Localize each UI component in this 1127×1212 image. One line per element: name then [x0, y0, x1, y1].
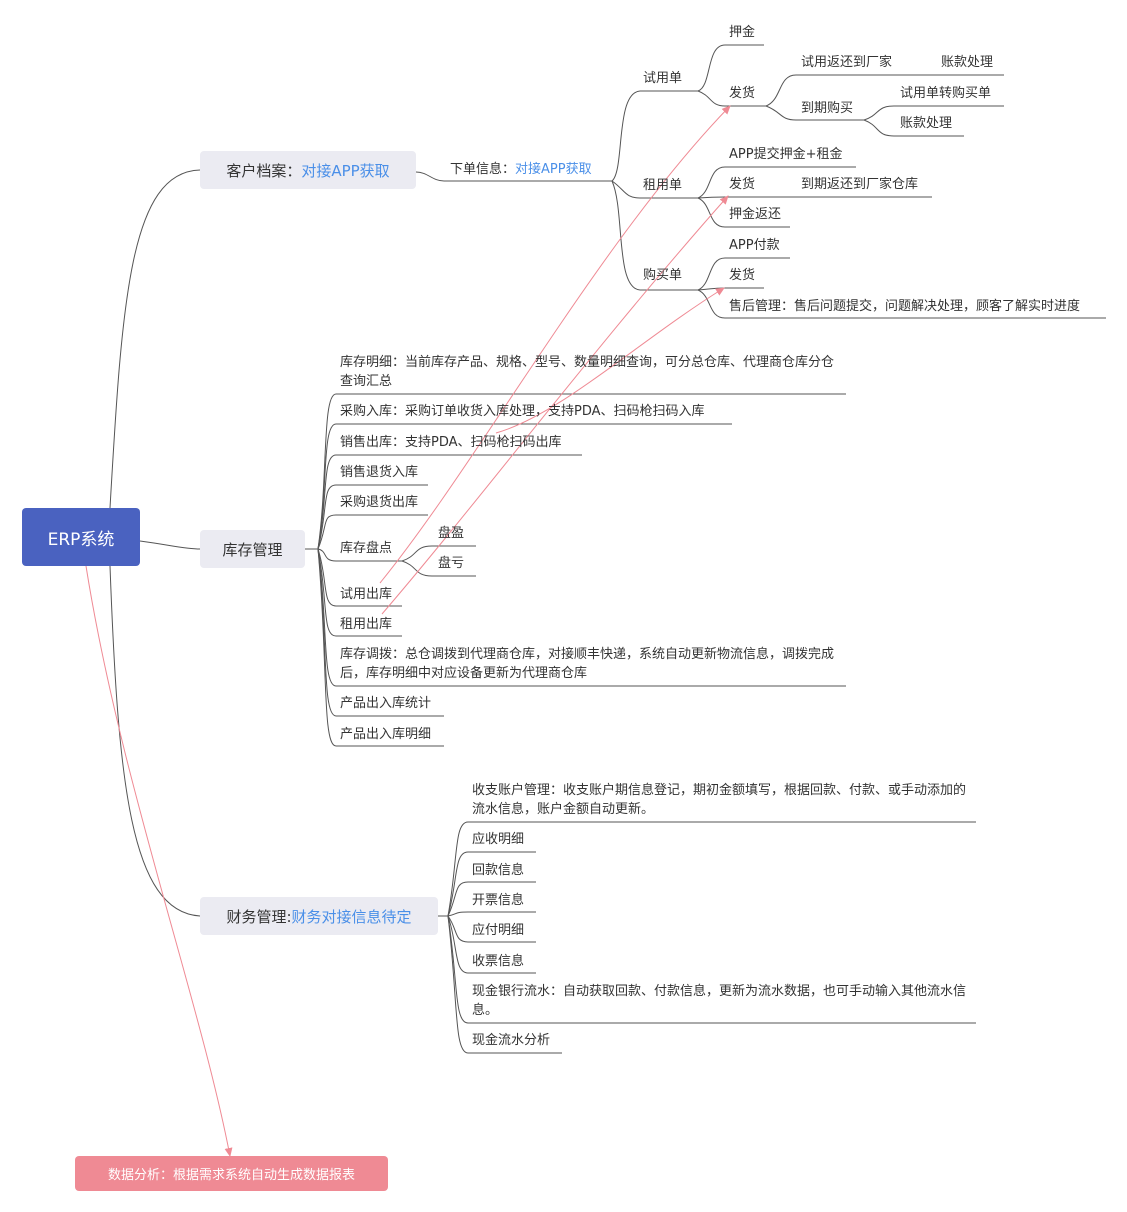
rent-order-node[interactable]: 租用单 — [643, 178, 683, 193]
inv-io-stats-node[interactable]: 产品出入库统计 — [340, 696, 432, 711]
fin-invoicing-node[interactable]: 开票信息 — [472, 893, 525, 908]
fin-invoice-received-node[interactable]: 收票信息 — [472, 954, 525, 969]
data-analysis-node[interactable]: 数据分析：根据需求系统自动生成数据报表 — [75, 1156, 388, 1191]
trial-account-node[interactable]: 账款处理 — [941, 55, 994, 70]
trial-account-2-node[interactable]: 账款处理 — [900, 116, 953, 131]
finance-label-highlight: 财务对接信息待定 — [291, 907, 412, 926]
inv-purchase-return-node[interactable]: 采购退货出库 — [340, 495, 419, 510]
finance-label: 财务管理: — [226, 907, 292, 926]
data-analysis-label: 数据分析：根据需求系统自动生成数据报表 — [107, 1168, 355, 1183]
inventory-label: 库存管理 — [222, 540, 283, 559]
inv-purchase-in-node[interactable]: 采购入库：采购订单收货入库处理，支持PDA、扫码枪扫码入库 — [340, 404, 705, 419]
buy-app-pay-node[interactable]: APP付款 — [729, 238, 780, 253]
fin-payable-node[interactable]: 应付明细 — [472, 923, 525, 938]
inv-trial-out-node[interactable]: 试用出库 — [340, 587, 393, 602]
rent-app-pay-node[interactable]: APP提交押金+租金 — [729, 147, 843, 162]
rent-expire-return-node[interactable]: 到期返还到厂家仓库 — [801, 177, 919, 192]
inv-stocktake-node[interactable]: 库存盘点 — [340, 541, 393, 556]
finance-node[interactable]: 财务管理:财务对接信息待定 — [200, 897, 438, 935]
trial-deposit-node[interactable]: 押金 — [729, 25, 756, 40]
fin-account-mgmt-node[interactable]: 收支账户管理：收支账户期信息登记，期初金额填写，根据回款、付款、或手动添加的流水… — [472, 783, 967, 817]
inv-detail-node[interactable]: 库存明细：当前库存产品、规格、型号、数量明细查询，可分总仓库、代理商仓库分仓查询… — [340, 355, 835, 389]
inv-surplus-node[interactable]: 盘盈 — [438, 526, 465, 541]
order-info-highlight: 对接APP获取 — [515, 162, 592, 177]
inv-loss-node[interactable]: 盘亏 — [438, 556, 465, 571]
order-info-label: 下单信息： — [450, 162, 516, 177]
buy-order-node[interactable]: 购买单 — [643, 268, 683, 283]
inv-rent-out-node[interactable]: 租用出库 — [340, 617, 393, 632]
customer-label-highlight: 对接APP获取 — [301, 161, 390, 180]
trial-return-node[interactable]: 试用返还到厂家 — [801, 55, 893, 70]
buy-after-sale-node[interactable]: 售后管理：售后问题提交，问题解决处理，顾客了解实时进度 — [729, 299, 1081, 314]
rent-ship-node[interactable]: 发货 — [729, 177, 756, 192]
rent-deposit-return-node[interactable]: 押金返还 — [729, 207, 782, 222]
inv-sales-out-node[interactable]: 销售出库：支持PDA、扫码枪扫码出库 — [340, 435, 562, 450]
inventory-node[interactable]: 库存管理 — [200, 530, 305, 568]
root-node[interactable]: ERP系统 — [22, 508, 140, 566]
inv-transfer-node[interactable]: 库存调拨：总仓调拨到代理商仓库，对接顺丰快递，系统自动更新物流信息，调拨完成后，… — [340, 647, 835, 681]
inv-io-detail-node[interactable]: 产品出入库明细 — [340, 727, 432, 742]
trial-order-node[interactable]: 试用单 — [643, 71, 683, 86]
trial-expire-buy-node[interactable]: 到期购买 — [801, 101, 854, 116]
inv-sales-return-node[interactable]: 销售退货入库 — [340, 465, 419, 480]
customer-label: 客户档案： — [226, 161, 302, 180]
buy-ship-node[interactable]: 发货 — [729, 268, 756, 283]
trial-ship-node[interactable]: 发货 — [729, 86, 756, 101]
fin-cash-bank-node[interactable]: 现金银行流水：自动获取回款、付款信息，更新为流水数据，也可手动输入其他流水信息。 — [472, 984, 967, 1018]
root-label: ERP系统 — [47, 529, 115, 550]
order-info-node[interactable]: 下单信息：对接APP获取 — [450, 160, 592, 179]
fin-payment-received-node[interactable]: 回款信息 — [472, 863, 525, 878]
fin-receivable-node[interactable]: 应收明细 — [472, 832, 525, 847]
customer-node[interactable]: 客户档案：对接APP获取 — [200, 151, 416, 189]
trial-convert-node[interactable]: 试用单转购买单 — [900, 86, 992, 101]
fin-cash-analysis-node[interactable]: 现金流水分析 — [472, 1033, 551, 1048]
